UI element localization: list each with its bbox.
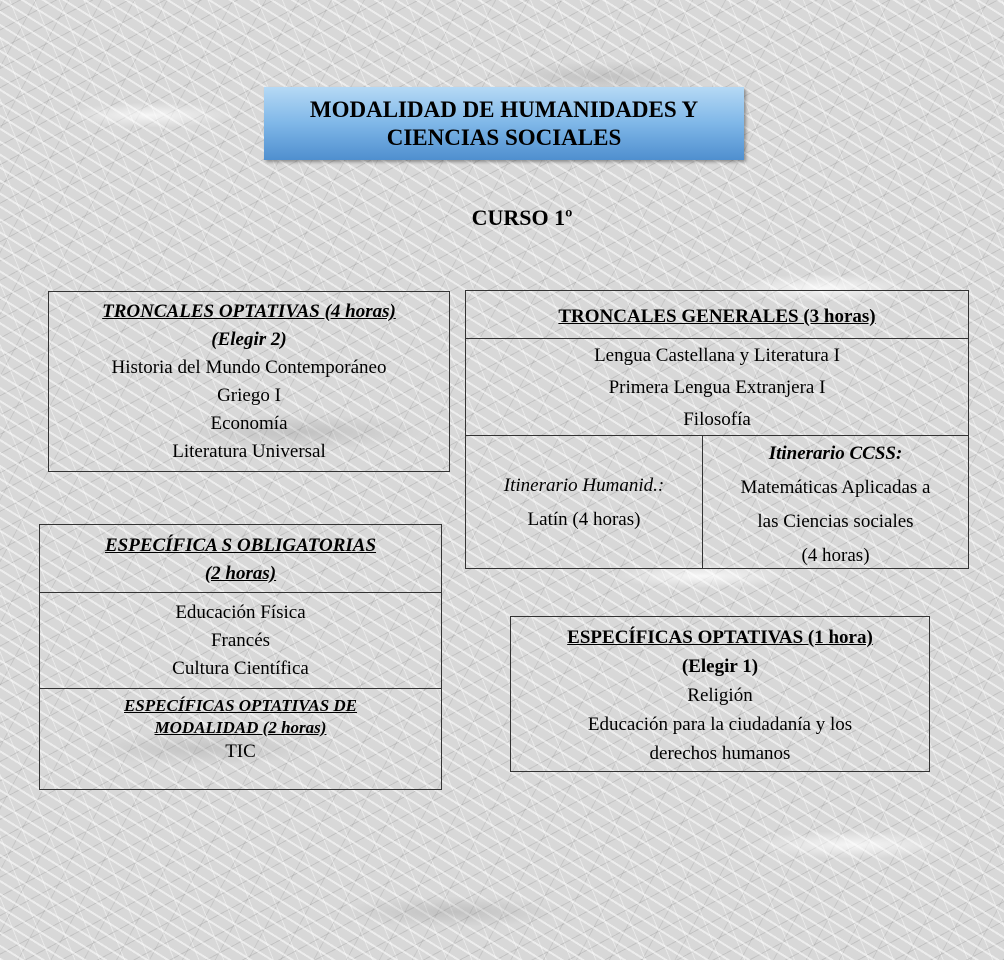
itinerario-humanidades-cell: Itinerario Humanid.: Latín (4 horas) [466, 436, 703, 568]
itinerario-ccss-line-2: las Ciencias sociales [757, 511, 914, 532]
itinerario-ccss-line-1: Matemáticas Aplicadas a [740, 477, 931, 498]
especificas-optativas-modalidad: ESPECÍFICAS OPTATIVAS DE MODALIDAD (2 ho… [40, 689, 441, 765]
troncales-generales-heading: TRONCALES GENERALES (3 horas) [558, 306, 876, 327]
list-item: Religión [687, 685, 753, 706]
especificas-obligatorias-box: ESPECÍFICA S OBLIGATORIAS (2 horas) Educ… [39, 524, 442, 790]
itinerario-ccss-line-3: (4 horas) [801, 545, 870, 566]
itinerario-ccss-cell: Itinerario CCSS: Matemáticas Aplicadas a… [703, 436, 968, 568]
list-item: Cultura Científica [172, 658, 309, 679]
troncales-generales-header: TRONCALES GENERALES (3 horas) [466, 291, 968, 339]
list-item: Francés [210, 630, 271, 651]
especificas-obligatorias-header: ESPECÍFICA S OBLIGATORIAS (2 horas) [40, 525, 441, 593]
troncales-generales-list: Lengua Castellana y Literatura I Primera… [466, 339, 968, 436]
troncales-optativas-heading: TRONCALES OPTATIVAS (4 horas) [102, 301, 396, 322]
especificas-optativas-heading: ESPECÍFICAS OPTATIVAS (1 hora) [567, 627, 873, 648]
especificas-optativas-box: ESPECÍFICAS OPTATIVAS (1 hora) (Elegir 1… [510, 616, 930, 772]
list-item: derechos humanos [649, 743, 791, 764]
list-item: Educación para la ciudadanía y los [587, 714, 853, 735]
especificas-optativas-subheading: (Elegir 1) [681, 656, 759, 677]
page-title: MODALIDAD DE HUMANIDADES Y CIENCIAS SOCI… [264, 87, 744, 160]
itinerario-ccss-label: Itinerario CCSS: [768, 443, 903, 464]
modalidad-heading-line-2: MODALIDAD (2 horas) [154, 718, 327, 737]
list-item: Lengua Castellana y Literatura I [594, 345, 840, 366]
list-item: Filosofía [683, 409, 751, 430]
page-title-line-1: MODALIDAD DE HUMANIDADES Y [309, 96, 699, 122]
troncales-optativas-box: TRONCALES OPTATIVAS (4 horas) (Elegir 2)… [48, 291, 450, 472]
list-item: Educación Física [175, 602, 306, 623]
troncales-generales-box: TRONCALES GENERALES (3 horas) Lengua Cas… [465, 290, 969, 569]
especificas-obligatorias-list: Educación Física Francés Cultura Científ… [40, 593, 441, 689]
modalidad-heading-line-1: ESPECÍFICAS OPTATIVAS DE [123, 696, 358, 715]
list-item: Historia del Mundo Contemporáneo [111, 357, 387, 378]
itinerarios-row: Itinerario Humanid.: Latín (4 horas) Iti… [466, 436, 968, 568]
curso-heading: CURSO 1º [471, 205, 573, 230]
list-item: Economía [210, 413, 288, 434]
list-item: Griego I [217, 385, 281, 406]
list-item: Primera Lengua Extranjera I [608, 377, 826, 398]
especificas-obligatorias-subheading: (2 horas) [204, 563, 277, 584]
troncales-optativas-subheading: (Elegir 2) [211, 329, 287, 350]
list-item: TIC [225, 741, 256, 762]
page-title-line-2: CIENCIAS SOCIALES [386, 124, 622, 150]
especificas-obligatorias-heading: ESPECÍFICA S OBLIGATORIAS [104, 535, 377, 556]
list-item: Literatura Universal [172, 441, 326, 462]
itinerario-humanidades-subject: Latín (4 horas) [527, 509, 641, 530]
itinerario-humanidades-label: Itinerario Humanid.: [503, 475, 665, 496]
